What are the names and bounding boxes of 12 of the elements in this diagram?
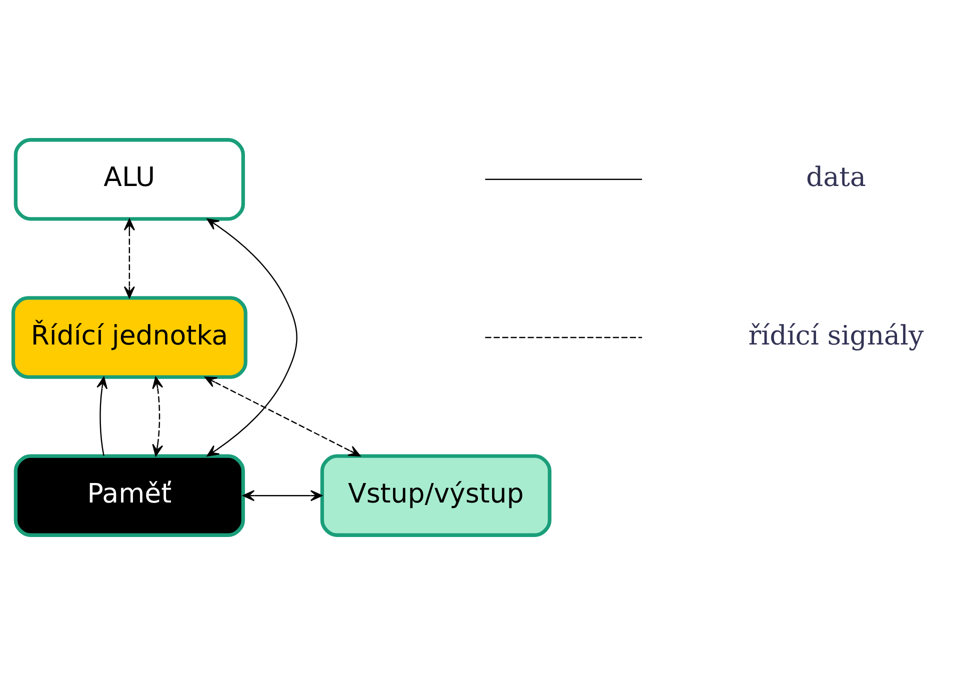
legend-label: data <box>806 162 866 194</box>
node-box: Řídící jednotka <box>11 296 248 379</box>
node-box: Paměť <box>14 454 245 537</box>
node-box: ALU <box>14 138 245 221</box>
arrow <box>96 376 108 456</box>
node-box: Vstup/výstup <box>320 454 552 537</box>
legend-label: řídící signály <box>748 320 924 352</box>
arrow <box>242 490 322 502</box>
arrow <box>206 218 298 457</box>
arrow <box>152 376 164 456</box>
arrow <box>204 376 361 456</box>
arrow <box>124 218 135 298</box>
